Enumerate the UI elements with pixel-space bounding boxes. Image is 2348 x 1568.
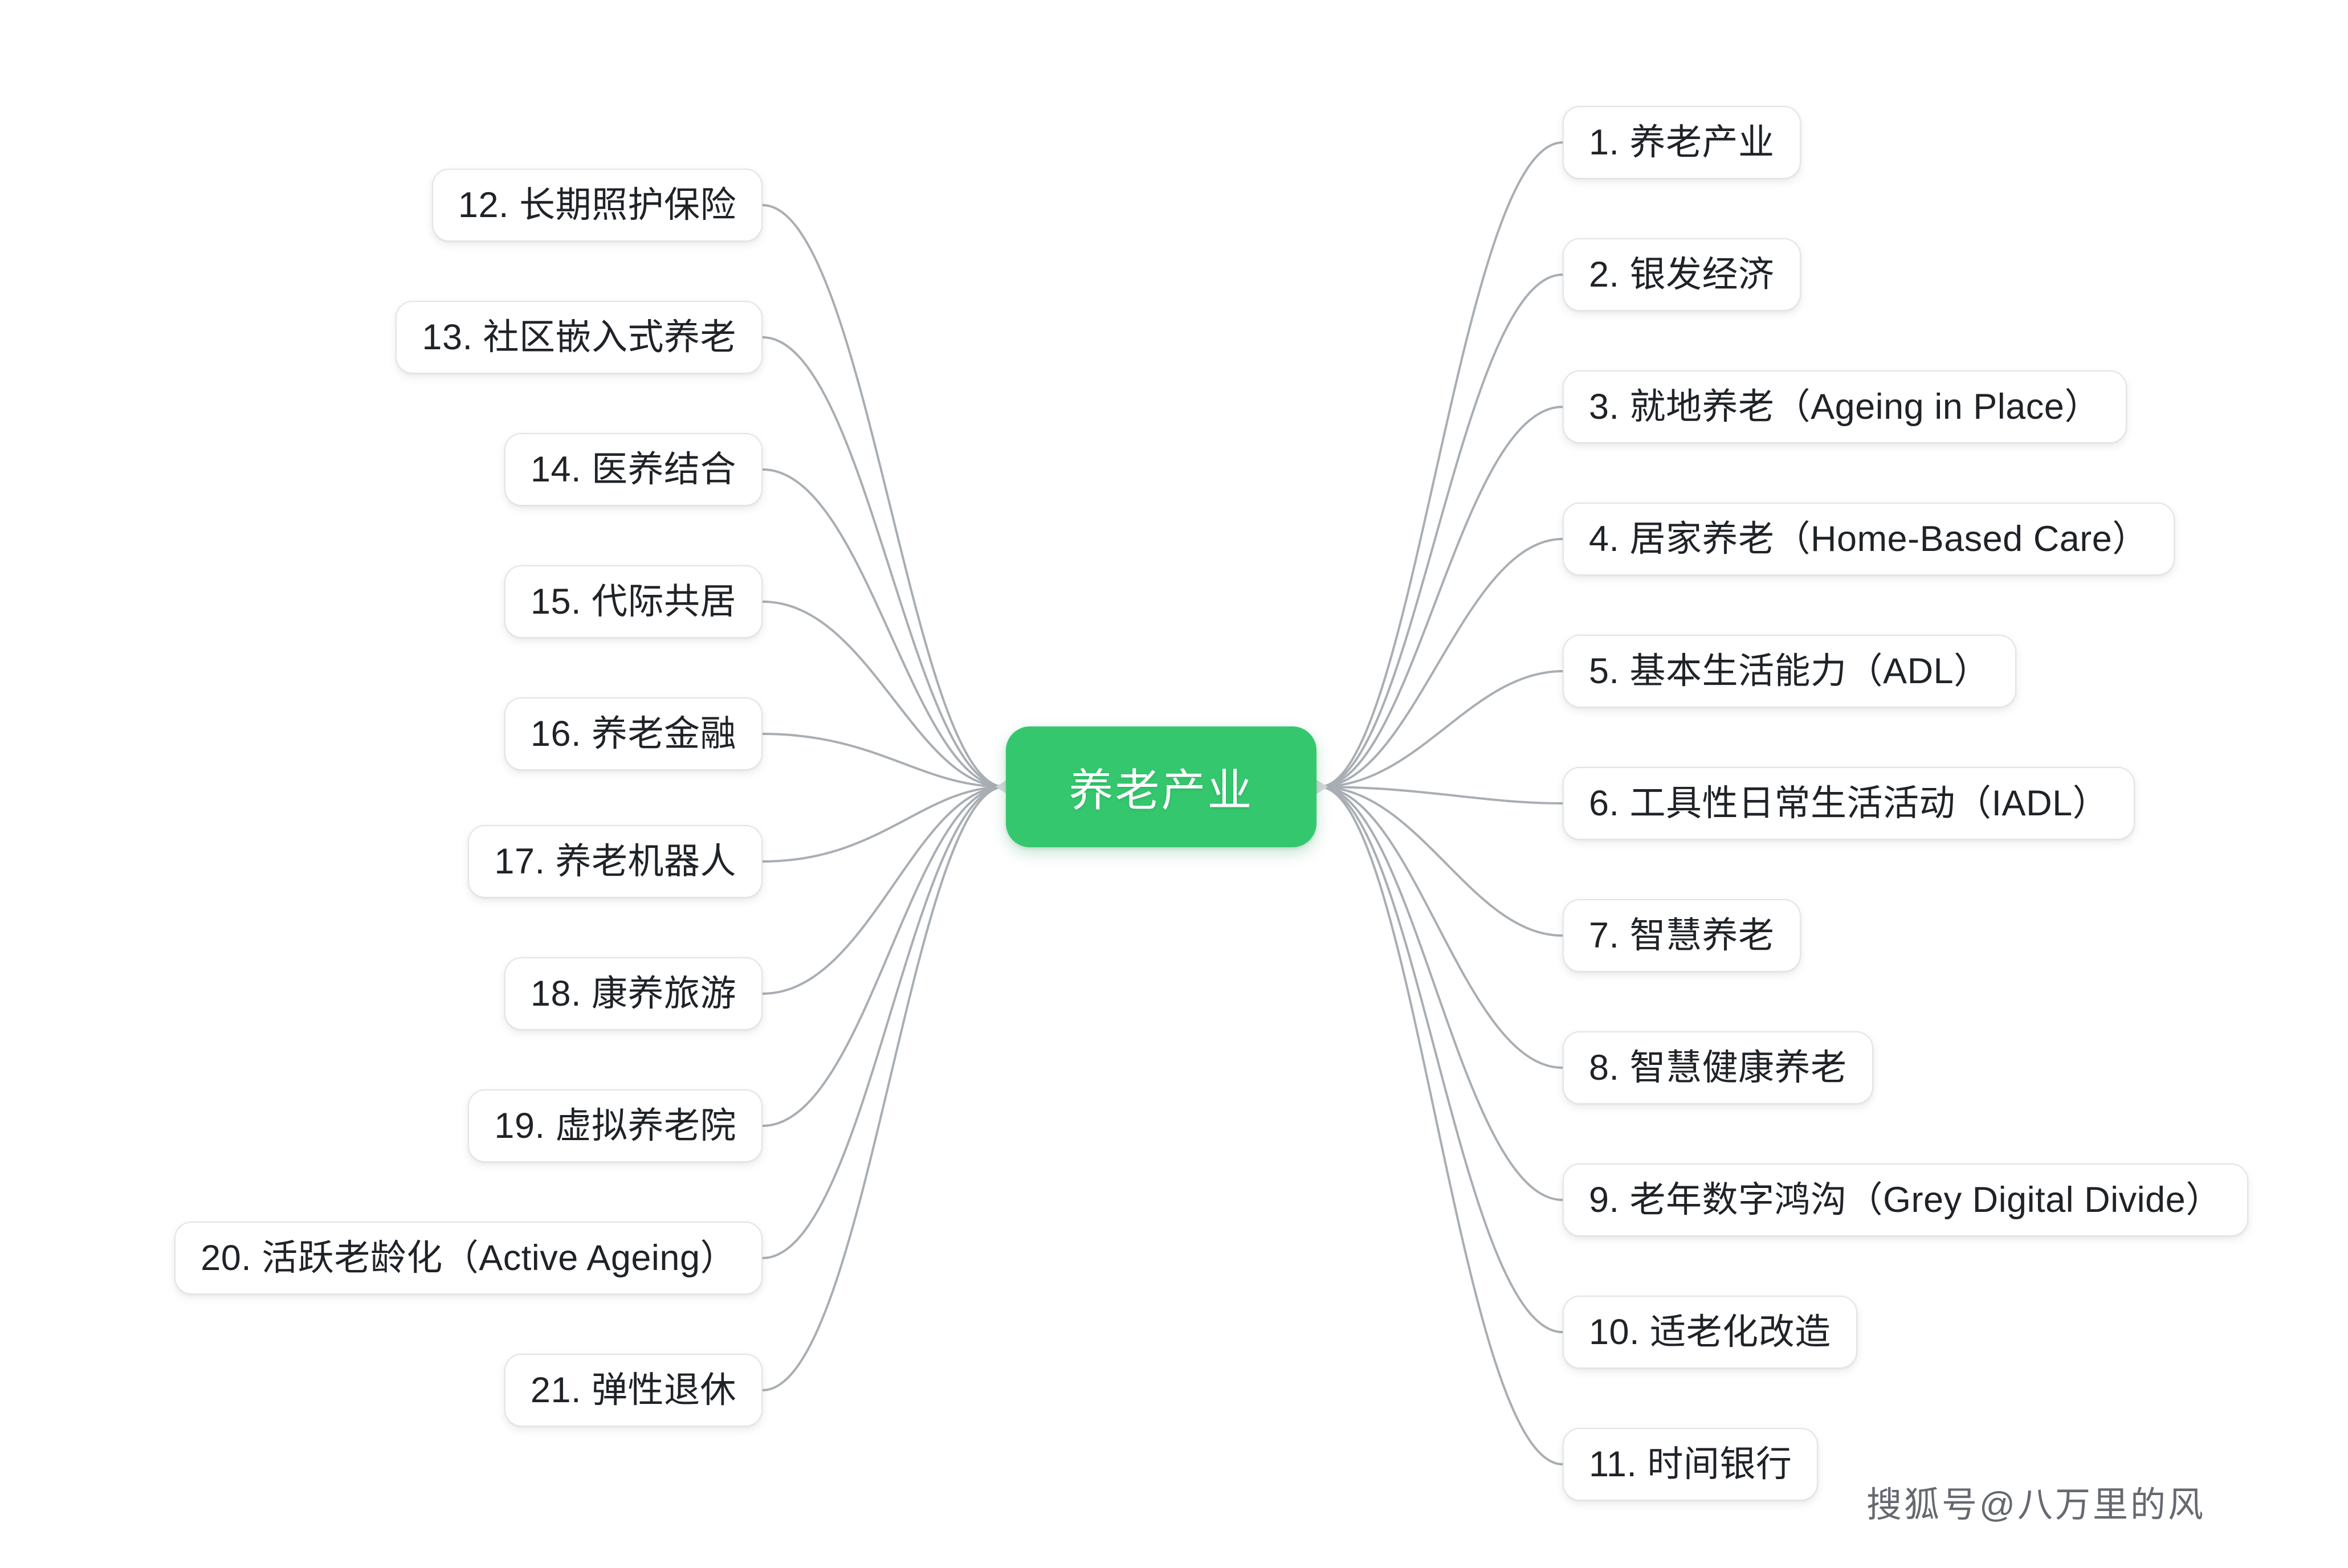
center-node[interactable]: 养老产业 <box>1006 726 1316 847</box>
node-label: 17. 养老机器人 <box>494 841 736 881</box>
node-right-5[interactable]: 5. 基本生活能力（ADL） <box>1563 635 2016 708</box>
node-label: 21. 弹性退休 <box>530 1370 736 1410</box>
node-label: 20. 活跃老龄化（Active Ageing） <box>201 1238 736 1278</box>
connector-right-8 <box>1318 786 1564 1069</box>
node-label: 13. 社区嵌入式养老 <box>422 317 736 357</box>
node-left-15[interactable]: 15. 代际共居 <box>504 565 763 638</box>
node-label: 7. 智慧养老 <box>1589 915 1775 956</box>
node-right-8[interactable]: 8. 智慧健康养老 <box>1563 1031 1873 1104</box>
connector-left-18 <box>761 786 1005 995</box>
connector-right-1 <box>1318 141 1564 788</box>
connector-left-15 <box>761 601 1005 788</box>
node-label: 10. 适老化改造 <box>1589 1312 1831 1352</box>
connector-left-14 <box>761 468 1005 788</box>
connector-left-17 <box>761 786 1005 863</box>
node-label: 3. 就地养老（Ageing in Place） <box>1589 386 2101 427</box>
watermark: 搜狐号@八万里的风 <box>1866 1485 2206 1525</box>
connector-right-3 <box>1318 406 1564 788</box>
node-right-2[interactable]: 2. 银发经济 <box>1563 238 1801 311</box>
node-right-7[interactable]: 7. 智慧养老 <box>1563 899 1801 972</box>
node-label: 9. 老年数字鸿沟（Grey Digital Divide） <box>1589 1179 2222 1220</box>
node-right-4[interactable]: 4. 居家养老（Home-Based Care） <box>1563 503 2175 575</box>
node-right-3[interactable]: 3. 就地养老（Ageing in Place） <box>1563 370 2127 443</box>
node-left-16[interactable]: 16. 养老金融 <box>504 697 763 770</box>
node-left-14[interactable]: 14. 医养结合 <box>504 433 763 506</box>
connector-left-16 <box>761 733 1005 788</box>
node-label: 18. 康养旅游 <box>530 973 736 1014</box>
node-label: 1. 养老产业 <box>1589 122 1775 162</box>
connector-right-7 <box>1318 786 1564 937</box>
node-left-17[interactable]: 17. 养老机器人 <box>468 825 763 898</box>
node-left-18[interactable]: 18. 康养旅游 <box>504 957 763 1030</box>
connector-right-10 <box>1318 786 1564 1333</box>
node-label: 5. 基本生活能力（ADL） <box>1589 651 1990 691</box>
node-label: 16. 养老金融 <box>530 713 736 754</box>
connector-right-6 <box>1318 786 1564 805</box>
node-label: 14. 医养结合 <box>530 449 736 489</box>
connector-left-13 <box>761 336 1005 788</box>
node-right-1[interactable]: 1. 养老产业 <box>1563 106 1801 179</box>
node-label: 4. 居家养老（Home-Based Care） <box>1589 518 2149 559</box>
node-left-20[interactable]: 20. 活跃老龄化（Active Ageing） <box>174 1222 763 1295</box>
node-right-11[interactable]: 11. 时间银行 <box>1563 1428 1819 1501</box>
node-label: 12. 长期照护保险 <box>458 185 736 225</box>
connector-right-5 <box>1318 670 1564 788</box>
connector-left-21 <box>761 786 1005 1391</box>
connector-right-11 <box>1318 786 1564 1465</box>
node-left-21[interactable]: 21. 弹性退休 <box>504 1354 763 1427</box>
connector-right-9 <box>1318 786 1564 1201</box>
node-label: 6. 工具性日常生活活动（IADL） <box>1589 783 2109 823</box>
node-label: 8. 智慧健康养老 <box>1589 1047 1847 1088</box>
node-label: 11. 时间银行 <box>1589 1444 1792 1484</box>
node-left-12[interactable]: 12. 长期照护保险 <box>431 169 763 242</box>
node-left-13[interactable]: 13. 社区嵌入式养老 <box>396 301 763 374</box>
node-right-6[interactable]: 6. 工具性日常生活活动（IADL） <box>1563 767 2135 840</box>
node-label: 15. 代际共居 <box>530 581 736 622</box>
node-right-10[interactable]: 10. 适老化改造 <box>1563 1296 1857 1369</box>
node-label: 19. 虚拟养老院 <box>494 1105 736 1146</box>
connector-left-20 <box>761 786 1005 1259</box>
connector-left-12 <box>761 204 1005 788</box>
connector-left-19 <box>761 786 1005 1127</box>
connector-right-4 <box>1318 538 1564 788</box>
node-right-9[interactable]: 9. 老年数字鸿沟（Grey Digital Divide） <box>1563 1163 2248 1236</box>
connector-right-2 <box>1318 273 1564 788</box>
center-node-label: 养老产业 <box>1069 765 1254 815</box>
node-left-19[interactable]: 19. 虚拟养老院 <box>468 1089 763 1162</box>
node-label: 2. 银发经济 <box>1589 254 1775 295</box>
